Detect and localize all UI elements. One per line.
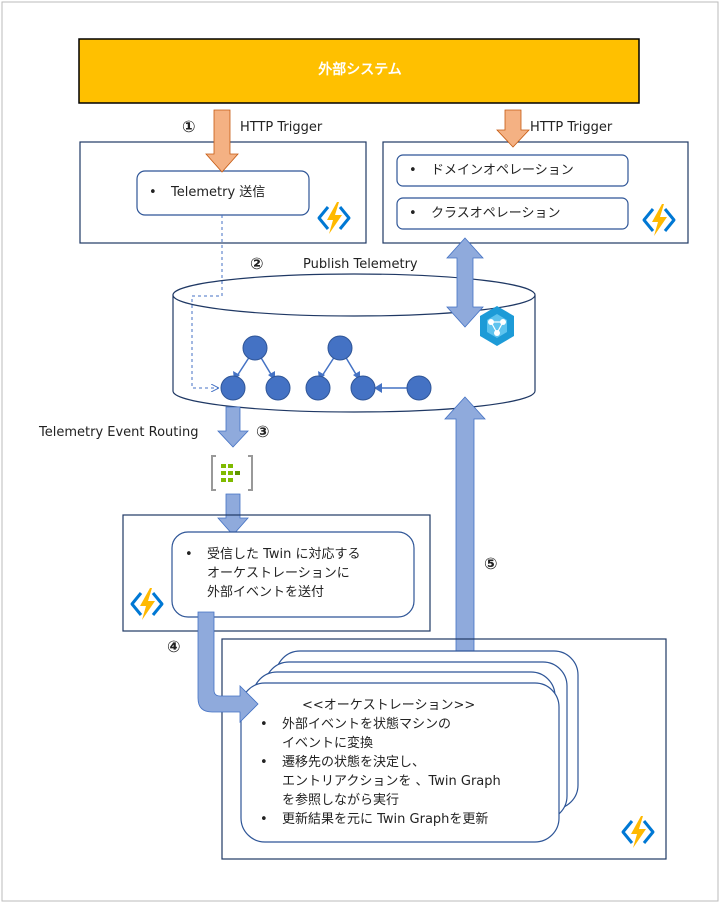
domain-operation-box [396, 154, 629, 187]
orchestration-line-3: 遷移先の状態を決定し、 [282, 755, 426, 770]
azure-functions-icon [317, 200, 351, 236]
orchestration-line-4: エントリアクションを 、Twin Graph [282, 774, 501, 789]
external-system-box [78, 38, 640, 104]
bullet: • [149, 185, 157, 200]
class-operation-box [396, 197, 629, 230]
orchestration-frame [221, 638, 667, 860]
event-function-line-3: 外部イベントを送付 [207, 585, 325, 600]
azure-functions-icon [642, 202, 676, 238]
routing-arrow [217, 406, 249, 448]
step-number-1: ① [182, 117, 196, 136]
bidirectional-arrow-upper [446, 237, 484, 328]
bullet: • [409, 206, 417, 221]
domain-operation-item: • ドメインオペレーション [409, 161, 574, 180]
event-function-line-1: 受信した Twin に対応する [207, 547, 361, 562]
orchestration-item-1: • 外部イベントを状態マシンの [260, 715, 451, 734]
event-function-box [171, 531, 415, 618]
step-number-5: ⑤ [484, 554, 498, 573]
orchestration-item-3: • 更新結果を元に Twin Graphを更新 [260, 810, 488, 829]
class-operation-label: クラスオペレーション [431, 206, 561, 221]
domain-operation-label: ドメインオペレーション [431, 163, 574, 178]
azure-functions-icon [130, 586, 164, 622]
bullet: • [409, 163, 417, 178]
orchestration-line-6: 更新結果を元に Twin Graphを更新 [282, 812, 489, 827]
http-trigger-label-left: HTTP Trigger [240, 120, 323, 135]
orchestration-arrow [197, 611, 259, 723]
twin-graph [220, 335, 432, 401]
bullet: • [260, 717, 268, 732]
telemetry-send-label: Telemetry 送信 [171, 185, 266, 200]
telemetry-event-routing-label: Telemetry Event Routing [39, 425, 199, 440]
bullet: • [260, 812, 268, 827]
bullet: • [260, 755, 268, 770]
digital-twins-cylinder [172, 273, 536, 413]
step-number-3: ③ [256, 422, 270, 441]
azure-functions-icon [621, 814, 655, 850]
orchestration-item-2: • 遷移先の状態を決定し、 [260, 753, 425, 772]
class-operation-item: • クラスオペレーション [409, 204, 560, 223]
orchestration-title: <<オーケストレーション>> [302, 698, 476, 713]
orchestration-box [240, 682, 560, 843]
step-number-2: ② [250, 254, 264, 273]
orchestration-line-1: 外部イベントを状態マシンの [282, 717, 452, 732]
event-grid-icon [211, 455, 253, 491]
event-function-item: • 受信した Twin に対応する [185, 545, 361, 564]
event-function-line-2: オーケストレーションに [207, 566, 350, 581]
step-number-4: ④ [167, 637, 181, 656]
event-function-frame [122, 514, 431, 632]
azure-digital-twins-icon [480, 306, 514, 346]
publish-telemetry-label: Publish Telemetry [303, 257, 418, 272]
external-system-label: 外部システム [318, 62, 402, 78]
orchestration-line-5: を参照しながら実行 [282, 793, 400, 808]
operation-function-frame [382, 141, 689, 244]
http-trigger-arrow-right [496, 109, 530, 148]
bidirectional-arrow-lower [444, 396, 486, 677]
telemetry-dashed-path [191, 215, 223, 388]
http-trigger-arrow-left [205, 109, 239, 173]
orchestration-line-2: イベントに変換 [282, 736, 374, 751]
bullet: • [185, 547, 193, 562]
http-trigger-label-right: HTTP Trigger [530, 120, 613, 135]
telemetry-send-item: • Telemetry 送信 [149, 183, 265, 202]
